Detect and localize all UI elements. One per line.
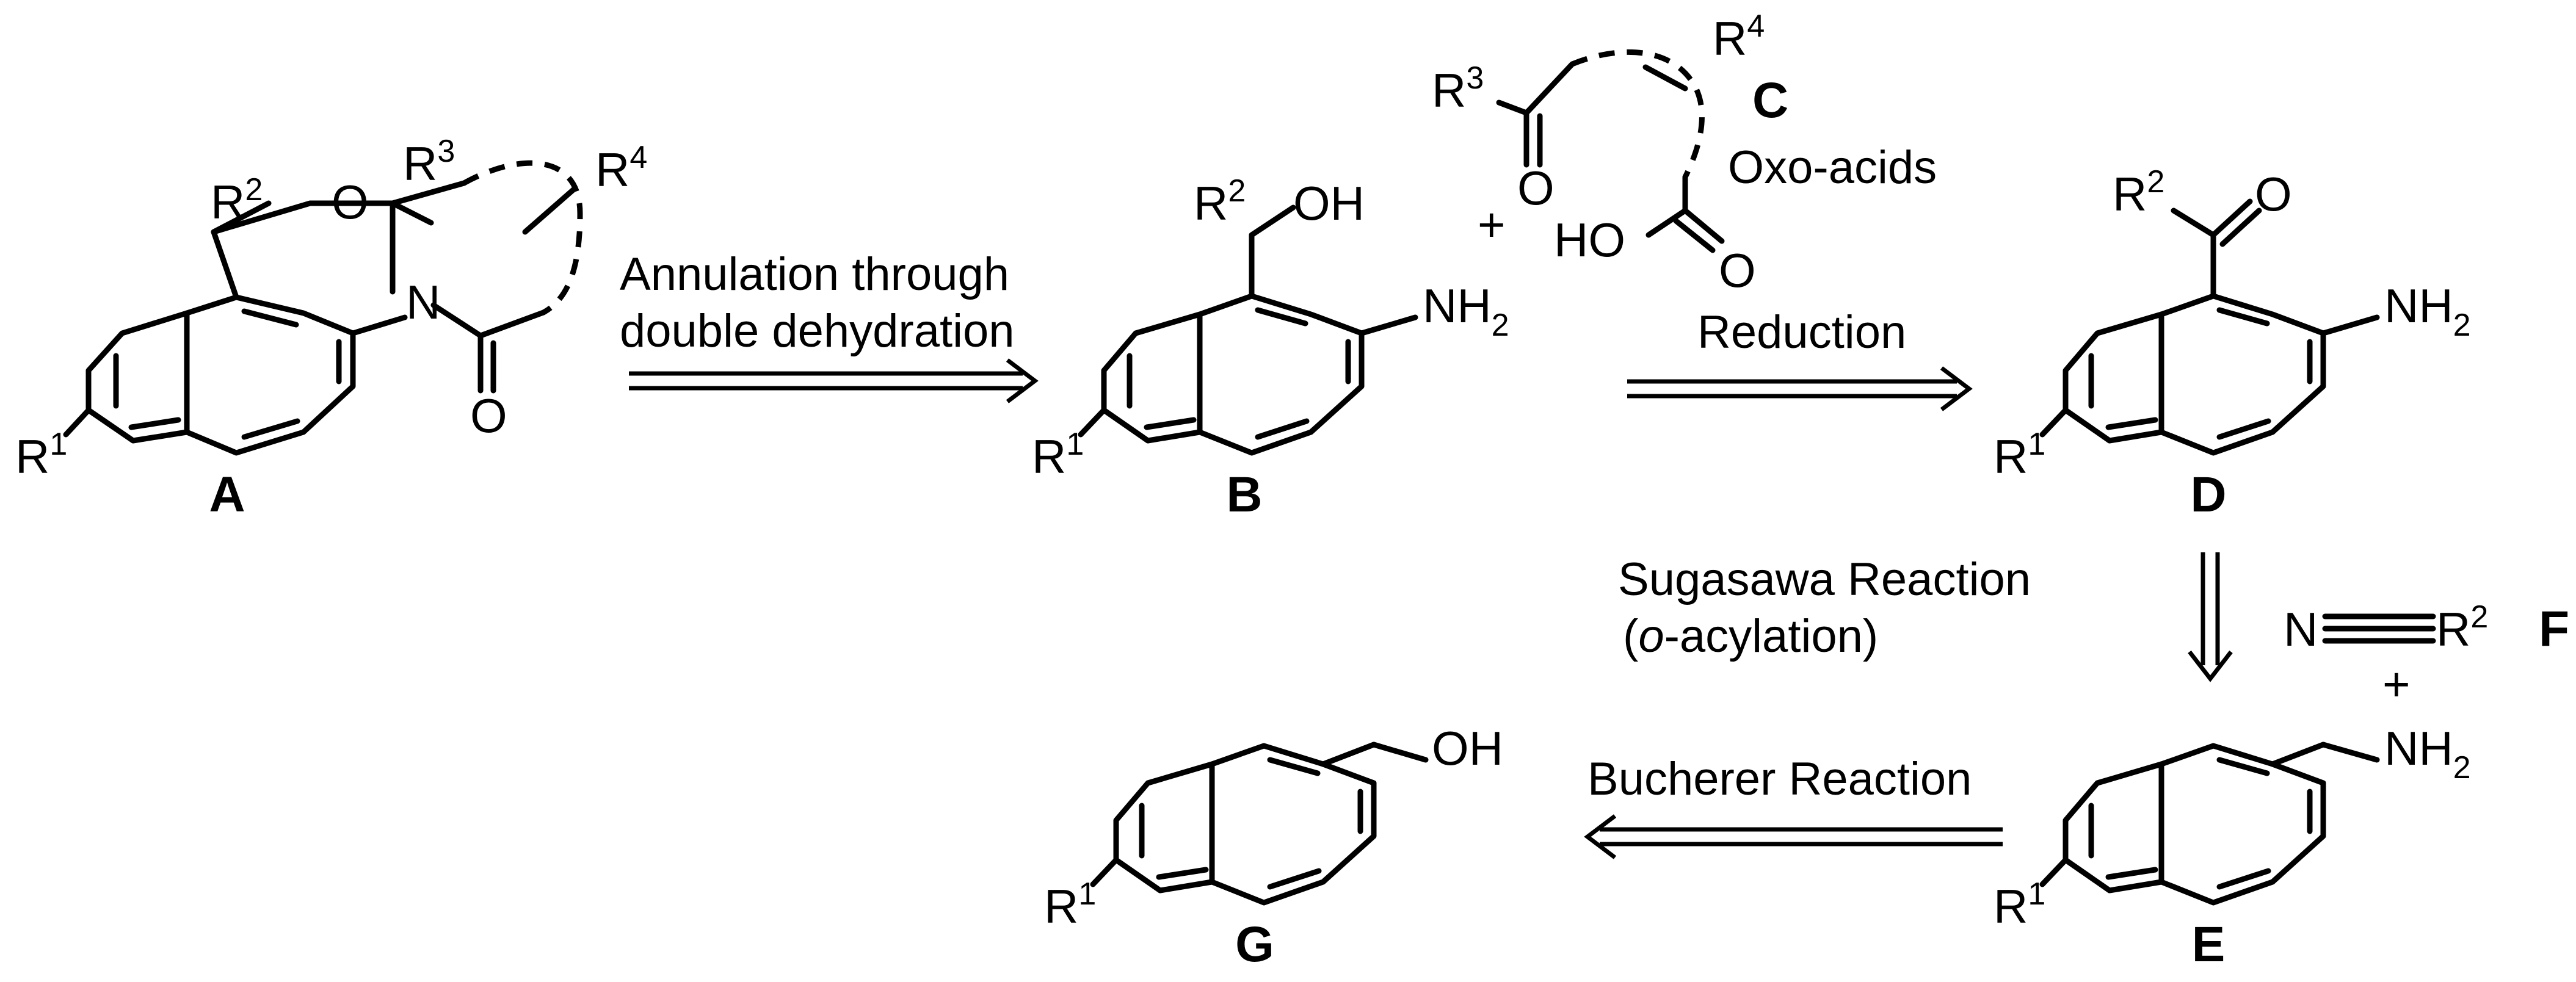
annulation-arrow (629, 358, 1039, 403)
compound-g-label: G (1235, 917, 1274, 972)
compound-d-r2-label: R2 (2113, 164, 2164, 221)
compound-a-r4-label: R4 (595, 140, 647, 197)
compound-f-label: F (2539, 601, 2569, 657)
compound-c-r4-label: R4 (1713, 9, 1765, 65)
compound-b-structure (1078, 204, 1418, 456)
compound-c-name: Oxo-acids (1728, 142, 1937, 193)
compound-c-acid-oxygen: O (1719, 244, 1756, 297)
reduction-label: Reduction (1697, 306, 1906, 358)
compound-g-hydroxyl: OH (1432, 721, 1503, 775)
compound-e-label: E (2192, 917, 2226, 972)
compound-d-amino: NH2 (2384, 279, 2471, 343)
compound-a-nitrogen: N (406, 275, 440, 329)
annulation-label-line1: Annulation through (620, 248, 1009, 300)
compound-d-r1-label: R1 (1994, 427, 2045, 483)
plus-sign-e-f: + (2382, 657, 2411, 711)
compound-f-structure (2322, 613, 2436, 644)
compound-f-nitrogen: N (2284, 602, 2318, 656)
compound-c-keto-oxygen: O (1517, 161, 1555, 215)
compound-g-r1-label: R1 (1044, 876, 1096, 933)
compound-a-r3-label: R3 (403, 134, 455, 190)
sugasawa-arrow (2188, 552, 2233, 682)
compound-a-label: A (209, 467, 245, 522)
compound-d-label: D (2190, 467, 2226, 522)
compound-b-amino: NH2 (1423, 279, 1509, 343)
sugasawa-label-line1: Sugasawa Reaction (1618, 554, 2031, 605)
compound-b-r2-label: R2 (1194, 173, 1246, 230)
compound-c-hydroxyl: HO (1554, 213, 1625, 267)
compound-g-structure (1090, 742, 1429, 906)
compound-b-label: B (1226, 467, 1262, 522)
compound-d-carbonyl-oxygen: O (2255, 167, 2292, 221)
compound-a-structure (85, 160, 583, 456)
compound-a-ring-oxygen: O (332, 175, 369, 229)
annulation-label-line2: double dehydration (620, 305, 1015, 357)
compound-b-hydroxyl: OH (1293, 176, 1365, 230)
bucherer-arrow (1584, 814, 2003, 859)
sugasawa-label-line2: (o-acylation) (1623, 610, 1878, 662)
compound-e-structure (2039, 742, 2380, 906)
compound-a-r1-label: R1 (15, 427, 67, 483)
compound-c-r3-label: R3 (1432, 60, 1484, 117)
compound-e-r1-label: R1 (1994, 876, 2045, 933)
compound-e-amino: NH2 (2384, 721, 2471, 785)
plus-sign-b-c: + (1478, 198, 1506, 251)
compound-a-carbonyl-oxygen: O (470, 389, 507, 442)
compound-c-label: C (1752, 73, 1788, 128)
compound-d-structure (2039, 198, 2380, 456)
compound-c-structure (1496, 49, 1725, 253)
compound-a-r2-label: R2 (211, 172, 263, 229)
compound-b-r1-label: R1 (1032, 427, 1084, 483)
bucherer-label: Bucherer Reaction (1587, 753, 1972, 805)
compound-f-r2-label: R2 (2436, 599, 2488, 656)
reduction-arrow (1627, 366, 1973, 411)
